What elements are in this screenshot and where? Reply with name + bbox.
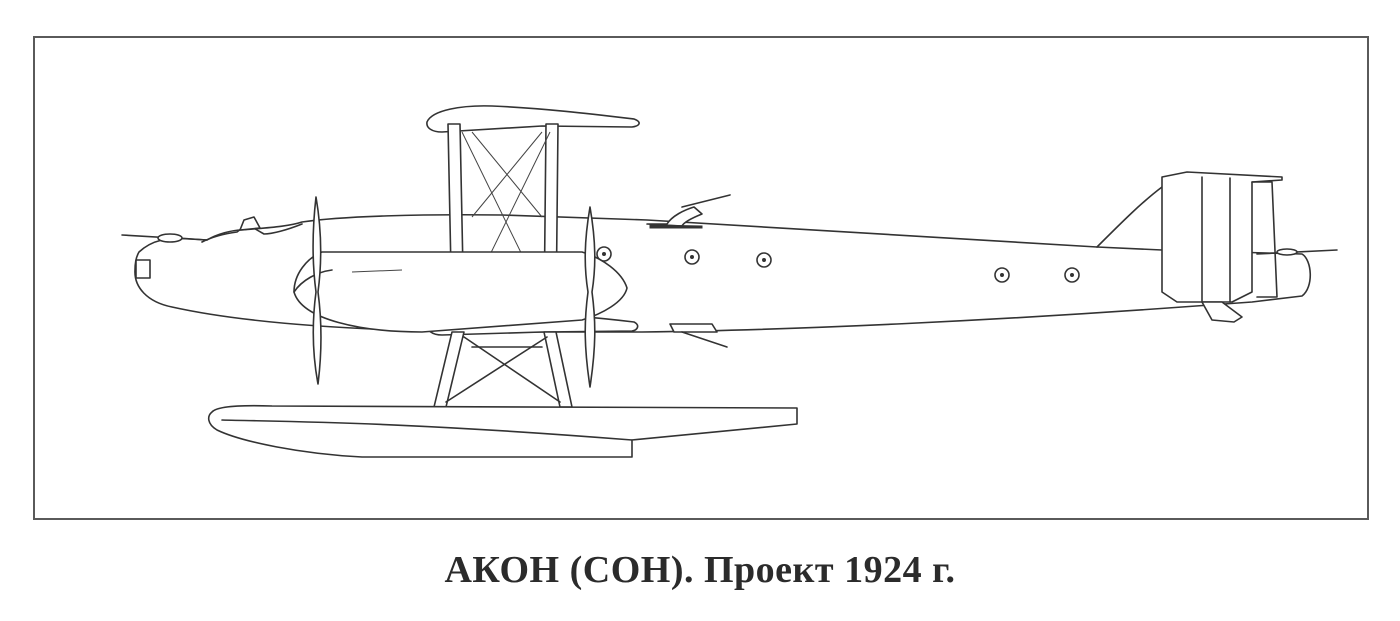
figure-frame — [33, 36, 1369, 520]
rear-propeller — [584, 206, 596, 388]
portholes — [596, 246, 1080, 283]
tail-gun — [1256, 248, 1338, 256]
tail-unit — [1161, 171, 1283, 323]
ventral-gun — [669, 323, 728, 348]
front-propeller — [312, 196, 322, 385]
upper-wing — [426, 105, 640, 133]
float — [207, 404, 798, 458]
float-struts — [433, 331, 573, 408]
dorsal-gun — [646, 194, 731, 229]
engine-nacelle — [293, 251, 628, 333]
nose-gun — [121, 216, 303, 243]
figure-caption: АКОН (СОН). Проект 1924 г. — [444, 549, 956, 591]
